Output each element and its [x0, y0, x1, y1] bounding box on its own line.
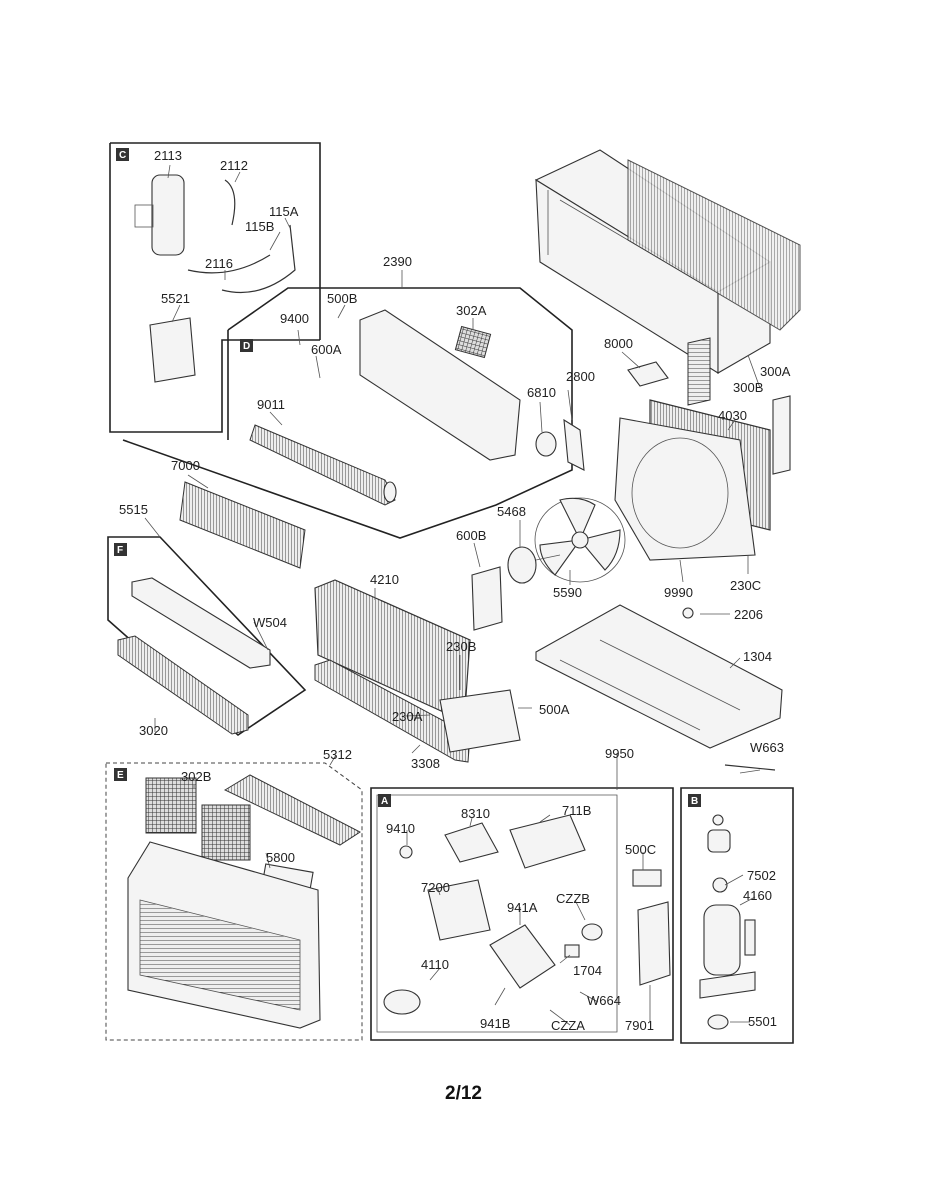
- part-label-7200: 7200: [421, 880, 450, 895]
- part-label-9990: 9990: [664, 585, 693, 600]
- section-c-boundary: [109, 142, 321, 433]
- section-letter-b-text: B: [691, 796, 698, 807]
- part-label-7000: 7000: [171, 458, 200, 473]
- part-label-2112: 2112: [220, 158, 248, 173]
- section-letter-f: F: [114, 543, 127, 556]
- part-label-4210: 4210: [370, 572, 399, 587]
- part-label-6810: 6810: [527, 385, 556, 400]
- section-letter-e: E: [114, 768, 127, 781]
- part-label-2390: 2390: [383, 254, 412, 269]
- part-label-5468: 5468: [497, 504, 526, 519]
- section-f-parts-drawing: [117, 577, 271, 735]
- part-label-600a: 2800: [566, 369, 595, 384]
- part-label-w664: W664: [587, 993, 621, 1008]
- section-letter-e-text: E: [117, 770, 124, 781]
- part-label-9011: 9011: [257, 397, 285, 412]
- part-label-300b: 300B: [733, 380, 763, 395]
- part-label-230b: 230B: [446, 639, 476, 654]
- section-a-boundary: [370, 787, 674, 1041]
- section-b-boundary: [680, 787, 794, 1044]
- grille-7000-drawing: [179, 481, 306, 569]
- blower-housing-2390-drawing: [359, 309, 521, 461]
- part-label-8310: 8310: [461, 806, 490, 821]
- part-label-230a: 230A: [392, 709, 423, 724]
- section-letter-a-text: A: [381, 796, 388, 807]
- motor-6810-drawing: [535, 418, 585, 471]
- blower-wheel-9011-drawing: [249, 424, 397, 506]
- part-label-2206: 2206: [734, 607, 763, 622]
- part-label-2800: 600A: [311, 342, 342, 357]
- section-e-parts-drawing: [127, 774, 361, 1029]
- part-label-7502: 7502: [747, 868, 776, 883]
- bracket-600b-drawing: [471, 566, 503, 631]
- part-label-w663: W663: [750, 740, 784, 755]
- part-label-5312: 5312: [323, 747, 352, 762]
- bracket-8000-drawing: [627, 361, 669, 387]
- part-label-115b: 115B: [245, 219, 274, 234]
- part-label-8000: 8000: [604, 336, 633, 351]
- part-label-302a: 302A: [456, 303, 487, 318]
- section-letter-d-text: D: [243, 341, 250, 352]
- part-label-3308: 3308: [411, 756, 440, 771]
- part-label-1304: 1304: [743, 649, 772, 664]
- part-labels: 2113 2112 115A 115B 2116 5521 2390 500B …: [119, 148, 791, 1033]
- part-label-2113: 2113: [154, 148, 182, 163]
- part-label-w504: W504: [253, 615, 287, 630]
- section-c-parts-drawing: [134, 174, 296, 383]
- part-label-4030: 4030: [718, 408, 747, 423]
- part-label-500c: 500C: [625, 842, 656, 857]
- part-label-5501: 5501: [748, 1014, 777, 1029]
- part-label-302b: 302B: [181, 769, 211, 784]
- section-letter-a: A: [378, 794, 391, 807]
- part-label-500b: 500B: [327, 291, 357, 306]
- part-label-1704: 1704: [573, 963, 602, 978]
- part-label-230c: 230C: [730, 578, 761, 593]
- part-label-5515: 5515: [119, 502, 148, 517]
- part-label-941b: 941B: [480, 1016, 510, 1031]
- drain-pan-3308-drawing: [314, 659, 521, 763]
- part-label-711b: 711B: [562, 803, 591, 818]
- part-label-941a: 941A: [507, 900, 538, 915]
- section-d-boundary: [122, 287, 573, 539]
- part-label-9400: 9400: [280, 311, 309, 326]
- part-label-9410: 9410: [386, 821, 415, 836]
- section-letter-b: B: [688, 794, 701, 807]
- part-label-3020: 3020: [139, 723, 168, 738]
- part-label-4160: 4160: [743, 888, 772, 903]
- section-f-boundary: [107, 536, 307, 737]
- shroud-9990-drawing: [614, 417, 756, 561]
- fan-blade-5590-drawing: [534, 497, 626, 583]
- part-label-5800: 5800: [266, 850, 295, 865]
- part-label-300a: 300A: [760, 364, 791, 379]
- base-pan-1304-drawing: [535, 604, 783, 749]
- part-label-2116: 2116: [205, 256, 233, 271]
- part-label-czza: CZZA: [551, 1018, 585, 1033]
- panel-300a-drawing: [772, 395, 791, 475]
- part-label-600b: 600B: [456, 528, 486, 543]
- part-label-5590: 5590: [553, 585, 582, 600]
- leader-lines: [144, 164, 761, 1026]
- part-label-czzb: CZZB: [556, 891, 590, 906]
- part-label-5521: 5521: [161, 291, 190, 306]
- wire-w663-drawing: [724, 764, 776, 771]
- part-label-115a: 115A: [269, 204, 299, 219]
- side-grille-300b-drawing: [687, 337, 711, 406]
- section-letter-d: D: [240, 339, 253, 352]
- section-e-boundary: [105, 762, 363, 1041]
- part-label-4110: 4110: [421, 957, 449, 972]
- section-letter-f-text: F: [117, 545, 123, 556]
- part-2206-drawing: [682, 607, 694, 619]
- page-number: 2/12: [445, 1083, 482, 1104]
- motor-5468-drawing: [507, 546, 561, 584]
- outer-case-drawing: [534, 149, 801, 374]
- section-a-parts-drawing: [383, 814, 671, 1015]
- part-label-500a: 500A: [539, 702, 570, 717]
- part-label-7901: 7901: [625, 1018, 654, 1033]
- part-label-9950: 9950: [605, 746, 634, 761]
- section-b-parts-drawing: [699, 814, 756, 1030]
- section-letter-c: C: [116, 148, 129, 161]
- section-letter-c-text: C: [119, 150, 126, 161]
